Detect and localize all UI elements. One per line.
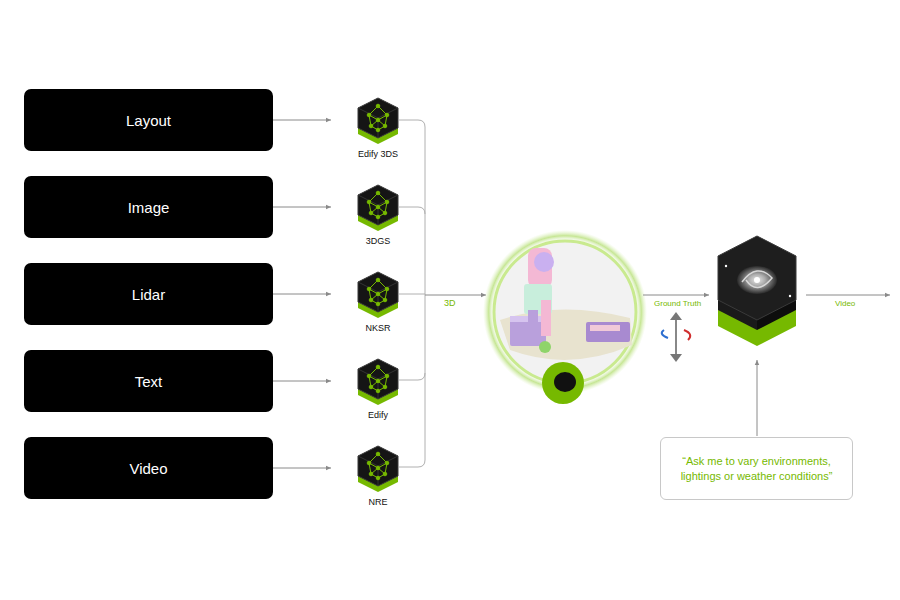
model-icon (354, 357, 402, 407)
connector-arrow (273, 294, 331, 295)
input-box: Video (24, 437, 273, 499)
video-arrow (806, 295, 890, 296)
model-node: NKSR (333, 270, 423, 333)
flow-label: 3D (443, 298, 457, 308)
input-box: Lidar (24, 263, 273, 325)
node-text: “Ask me to vary environments, lightings … (675, 454, 838, 483)
node-text: Image (128, 199, 170, 216)
node-text: Video (129, 460, 167, 477)
model-icon (354, 270, 402, 320)
node-text: 3DGS (333, 236, 423, 246)
merge-bracket (399, 120, 486, 467)
flow-label: Video (834, 299, 856, 308)
node-text: Edify (333, 410, 423, 420)
model-node: Edify 3DS (333, 96, 423, 159)
connector-arrow (273, 120, 331, 121)
flow-label: Ground Truth (653, 299, 702, 308)
connector-arrow (273, 381, 331, 382)
model-icon (354, 183, 402, 233)
input-box: Text (24, 350, 273, 412)
model-icon (354, 96, 402, 146)
input-box: Image (24, 176, 273, 238)
node-text: Edify 3DS (333, 149, 423, 159)
ground-truth-arrow (643, 295, 709, 362)
connector-arrow (273, 468, 331, 469)
node-text: Text (135, 373, 163, 390)
node-text: Layout (126, 112, 171, 129)
model-node: Edify (333, 357, 423, 420)
prompt-arrow (757, 360, 758, 436)
prompt-callout: “Ask me to vary environments, lightings … (660, 437, 853, 500)
model-icon (354, 444, 402, 494)
node-text: NRE (333, 497, 423, 507)
model-node: NRE (333, 444, 423, 507)
scene-illustration (483, 230, 647, 404)
simulator-cube (718, 236, 796, 346)
node-text: Lidar (132, 286, 165, 303)
input-box: Layout (24, 89, 273, 151)
connector-arrow (273, 207, 331, 208)
node-text: NKSR (333, 323, 423, 333)
model-node: 3DGS (333, 183, 423, 246)
